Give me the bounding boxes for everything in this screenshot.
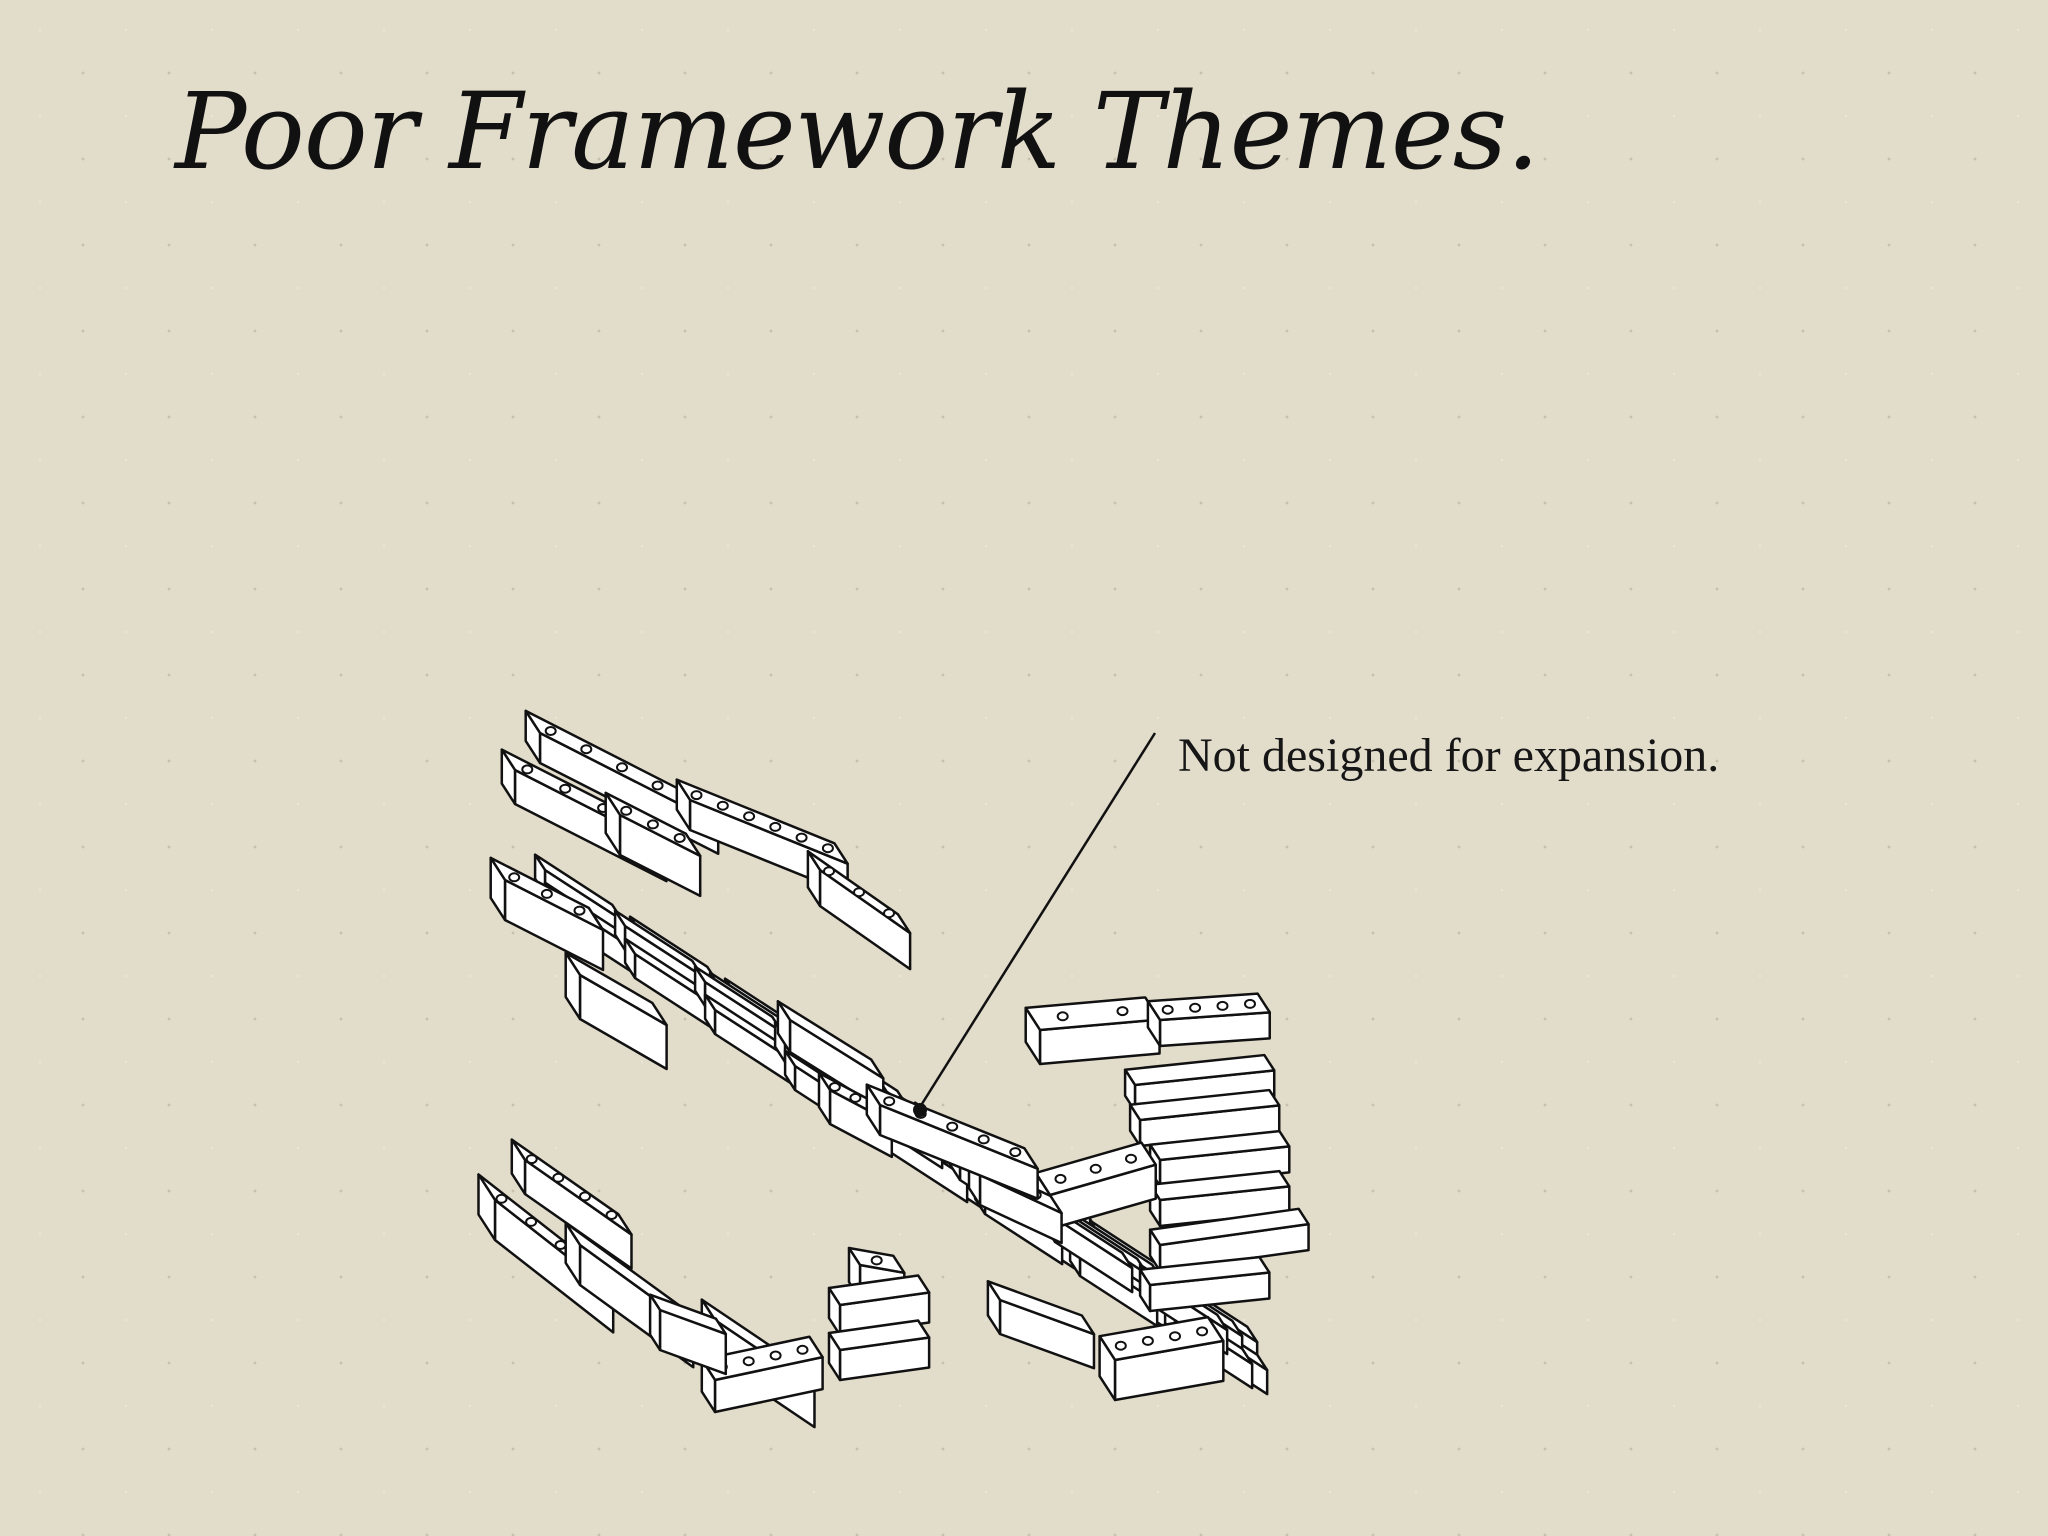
brick — [489, 856, 605, 972]
brick — [1098, 1315, 1225, 1402]
brick — [564, 951, 668, 1071]
brick — [1148, 1129, 1291, 1188]
brick — [827, 1319, 931, 1382]
brick — [703, 993, 794, 1086]
callout-pointer — [913, 732, 1157, 1117]
callout-label: Not designed for expansion. — [1178, 729, 1720, 782]
slide-title: Poor Framework Themes. — [175, 70, 1540, 193]
brick — [1148, 1207, 1310, 1273]
brick — [648, 1293, 728, 1376]
brick — [510, 1138, 633, 1270]
brick — [1138, 1255, 1271, 1313]
brick — [865, 1083, 1039, 1200]
brick — [776, 1000, 885, 1112]
brick — [1128, 1088, 1281, 1148]
brick — [1024, 996, 1161, 1066]
brick-group — [477, 709, 1310, 1429]
brick — [806, 850, 912, 971]
brick — [700, 1335, 824, 1414]
brick-pile-illustration — [477, 709, 1310, 1429]
brick — [604, 791, 702, 898]
brick — [986, 1280, 1096, 1370]
brick — [1146, 992, 1271, 1048]
